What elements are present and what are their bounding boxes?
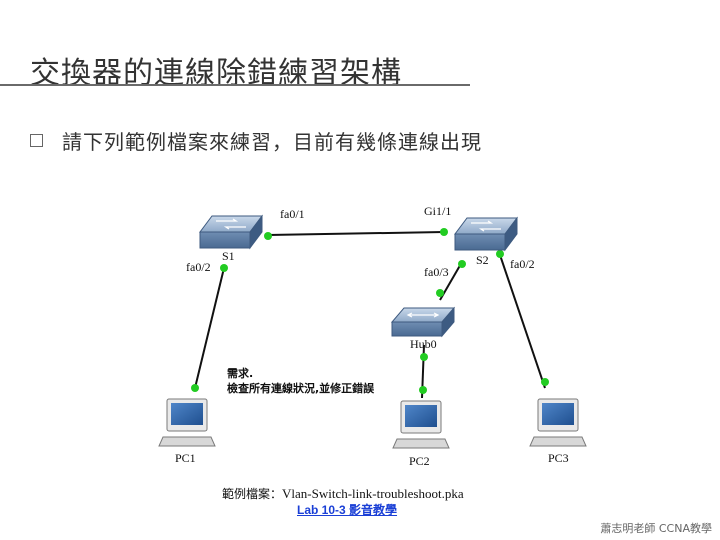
- note-line-2: 檢查所有連線狀況,並修正錯誤: [227, 381, 375, 395]
- switch-s1-icon[interactable]: [199, 214, 263, 250]
- status-dot-s2-fa02: [496, 250, 504, 258]
- port-label-s2-fa02: fa0/2: [510, 257, 535, 271]
- status-dot-pc3: [541, 378, 549, 386]
- sample-file-line: 範例檔案：Vlan-Switch-link-troubleshoot.pka: [222, 485, 464, 502]
- status-dot-hub-up: [436, 289, 444, 297]
- hub-icon[interactable]: [390, 306, 456, 338]
- lab-video-link[interactable]: Lab 10-3 影音教學: [297, 503, 398, 517]
- bullet-checkbox-icon: [30, 134, 43, 147]
- status-dot-hub-down: [420, 353, 428, 361]
- pc2-icon[interactable]: [392, 400, 450, 449]
- status-dot-s1-fa01: [264, 232, 272, 240]
- status-dot-s2-fa03: [458, 260, 466, 268]
- link-s1-s2: [267, 231, 445, 236]
- port-label-s1-fa02: fa0/2: [186, 260, 211, 274]
- sample-file-label: 範例檔案：: [222, 487, 283, 501]
- device-label-s1: S1: [222, 249, 235, 263]
- port-label-s1-fa01: fa0/1: [280, 207, 305, 221]
- note-line-1: 需求.: [227, 366, 253, 380]
- title-underline: [0, 84, 470, 86]
- link-s2-pc3: [499, 254, 546, 389]
- device-label-pc1: PC1: [175, 451, 196, 465]
- switch-s2-icon[interactable]: [454, 216, 518, 252]
- port-label-s2-fa03: fa0/3: [424, 265, 449, 279]
- device-label-s2: S2: [476, 253, 489, 267]
- link-s1-pc1: [194, 267, 225, 389]
- device-label-pc3: PC3: [548, 451, 569, 465]
- status-dot-s1-fa02: [220, 264, 228, 272]
- pc1-icon[interactable]: [158, 398, 216, 447]
- device-label-hub: Hub0: [410, 337, 437, 351]
- footer-credit: 蕭志明老師 CCNA教學: [600, 522, 712, 535]
- status-dot-pc1: [191, 384, 199, 392]
- status-dot-s2-gi11: [440, 228, 448, 236]
- port-label-s2-gi11: Gi1/1: [424, 204, 451, 218]
- device-label-pc2: PC2: [409, 454, 430, 468]
- link-status-dots: [191, 228, 549, 394]
- bullet-text: 請下列範例檔案來練習，目前有幾條連線出現: [62, 130, 482, 154]
- status-dot-pc2: [419, 386, 427, 394]
- pc3-icon[interactable]: [529, 398, 587, 447]
- sample-file-name: Vlan-Switch-link-troubleshoot.pka: [282, 486, 464, 501]
